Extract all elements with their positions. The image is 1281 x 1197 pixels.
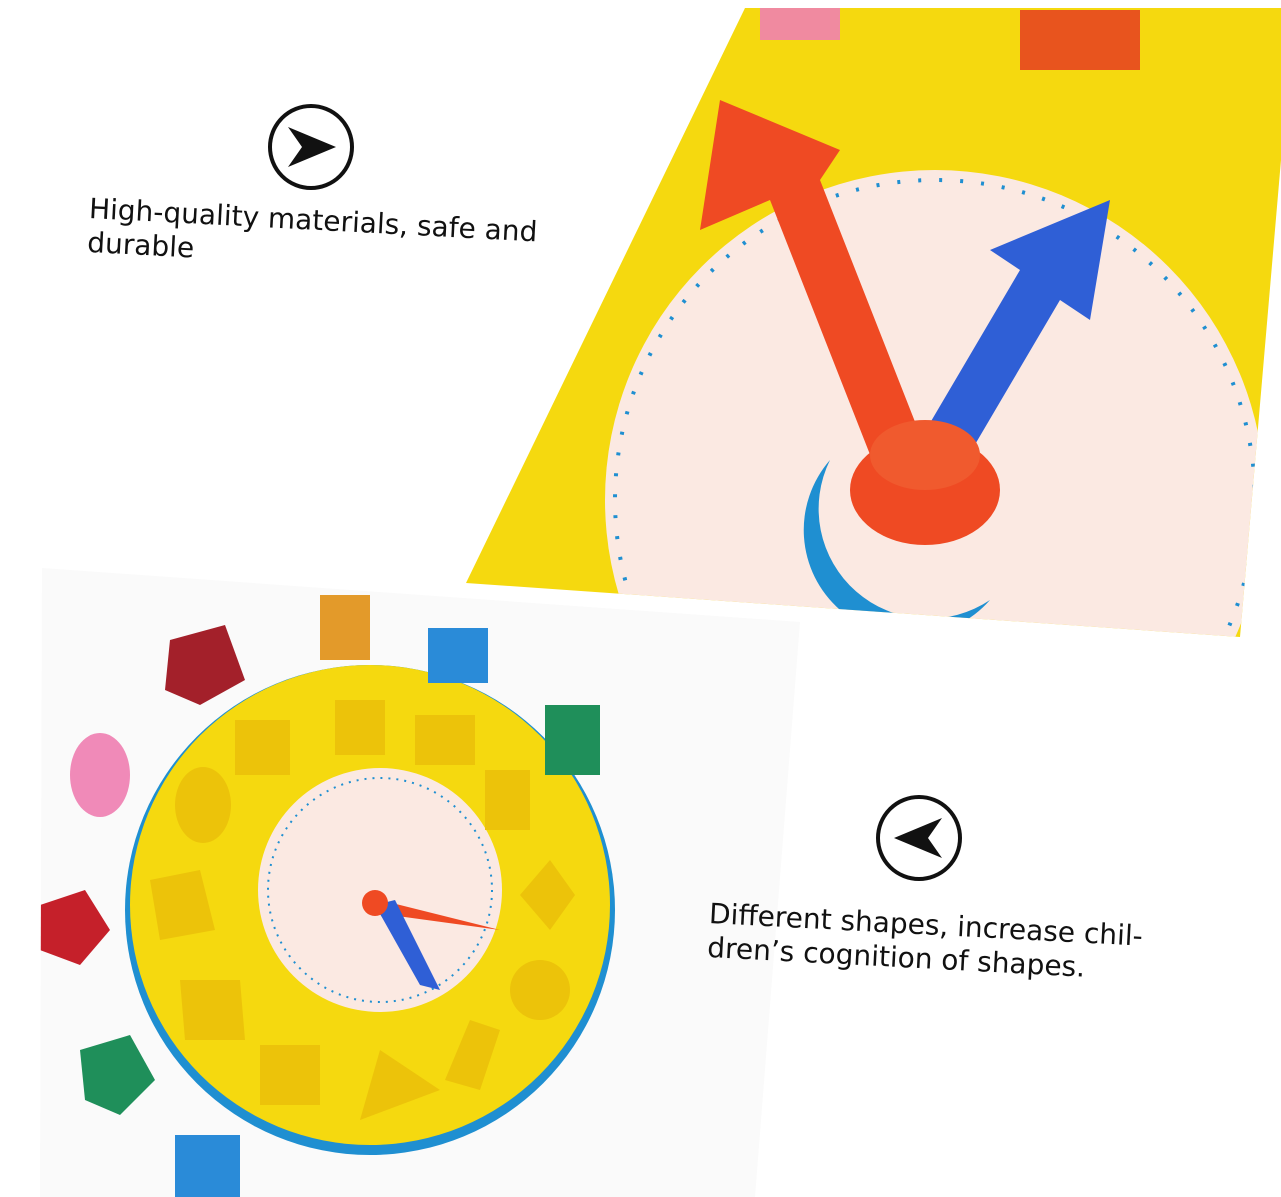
shape-sorting-clock-toy: [40, 568, 800, 1197]
clock-hands-closeup: [466, 8, 1281, 637]
arrow-right-icon: [268, 104, 354, 190]
arrow-left-icon: [876, 795, 962, 881]
